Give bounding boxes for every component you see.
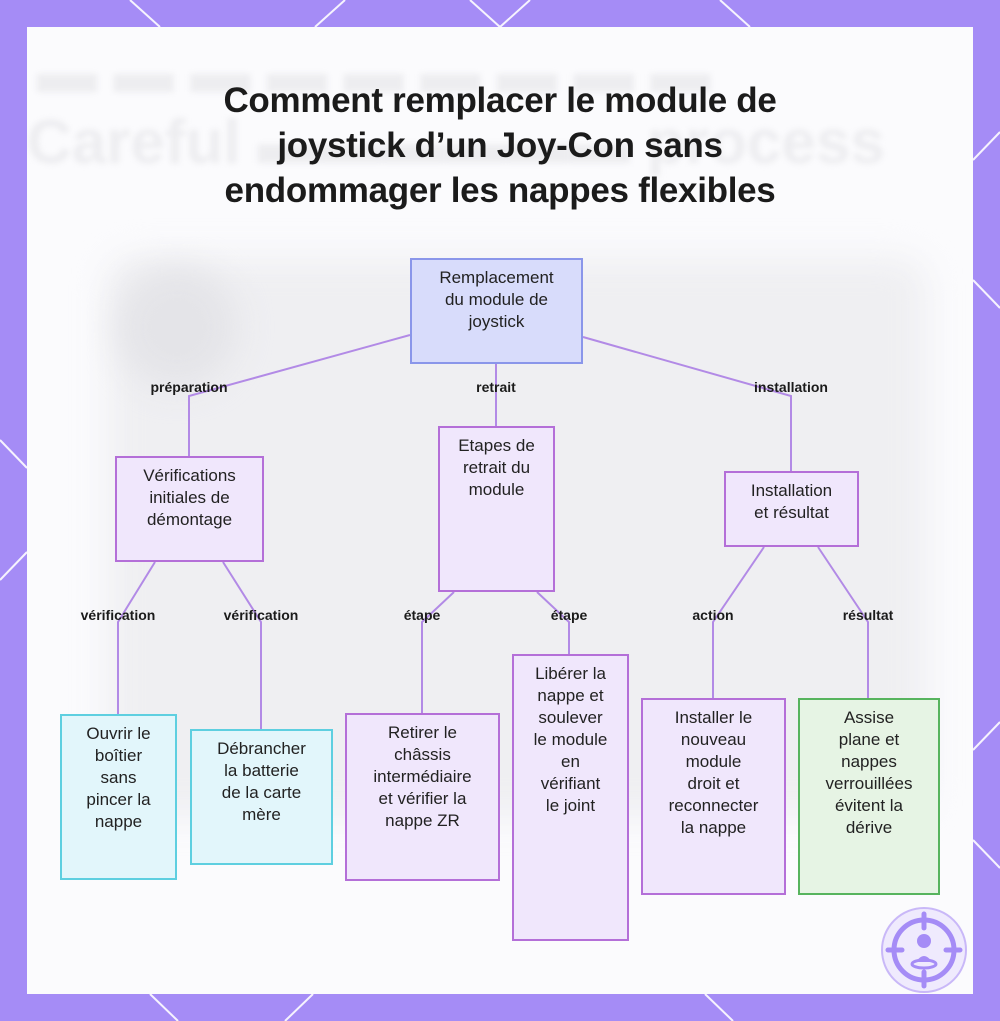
node-text-line: Remplacement (439, 268, 554, 287)
node-text-line: pincer la (86, 790, 151, 809)
node-text-line: démontage (146, 510, 233, 529)
node-text-line: initiales de (149, 488, 230, 507)
node-text-line: du module de (444, 290, 548, 309)
node-etapes-retrait: Etapes de retrait du module (438, 426, 555, 592)
node-text-line: châssis (394, 745, 451, 764)
node-ouvrir-boitier: Ouvrir le boîtier sans pincer la nappe (60, 714, 177, 880)
edge-retrait-liberer (536, 591, 570, 654)
node-text-line: Etapes de (458, 436, 535, 455)
node-text-line: Retirer le (388, 723, 457, 742)
node-text-line: Installer le (674, 708, 753, 727)
node-text-line: de la carte (221, 783, 302, 802)
node-text-line: plane et (838, 730, 900, 749)
blurred-background-text: Careful ▬▬▬▬▬▬ process (27, 108, 885, 177)
node-text-line: vérifiant (540, 774, 601, 793)
page-title: Comment remplacer le module de joystick … (0, 78, 1000, 213)
blurred-step-badge (117, 267, 237, 387)
edge-verif-ouvrir (117, 561, 156, 714)
edge-label-resultat: résultat (842, 607, 894, 623)
node-text-line: mère (242, 805, 281, 824)
node-text-line: verrouillées (825, 774, 913, 793)
node-retirer-chassis: Retirer le châssis intermédiaire et véri… (345, 713, 500, 881)
title-line: Comment remplacer le module de (223, 81, 777, 120)
node-text-line: Ouvrir le (86, 724, 151, 743)
edge-label-etape: étape (550, 607, 588, 623)
node-liberer-nappe: Libérer la nappe et soulever le module e… (512, 654, 629, 941)
edge-install-installer (712, 546, 765, 698)
node-text-line: joystick (468, 312, 525, 331)
node-installer-module: Installer le nouveau module droit et rec… (641, 698, 786, 895)
node-text-line: nappe et (537, 686, 604, 705)
edge-verif-debrancher (222, 561, 262, 729)
edge-label-verification: vérification (223, 607, 299, 623)
node-text-line: Débrancher (217, 739, 306, 758)
edge-root-installation (582, 336, 792, 471)
node-text-line: sans (100, 768, 137, 787)
node-text-line: nouveau (680, 730, 747, 749)
node-text-line: et résultat (754, 503, 829, 522)
node-text-line: reconnecter (668, 796, 759, 815)
node-text-line: le joint (545, 796, 596, 815)
blurred-background-text: ▬ ▬ ▬ ▬ ▬ ▬ ▬ ▬ ▬ (37, 38, 711, 105)
node-text-line: module (468, 480, 525, 499)
joystick-target-logo-icon (881, 907, 967, 993)
title-line: endommager les nappes flexibles (224, 171, 776, 210)
node-text-line: intermédiaire (373, 767, 472, 786)
node-text-line: retrait du (462, 458, 531, 477)
node-text-line: et vérifier la (378, 789, 467, 808)
edge-label-retrait: retrait (476, 379, 516, 395)
node-text-line: Assise (843, 708, 895, 727)
node-text-line: droit et (687, 774, 740, 793)
node-verifications-initiales: Vérifications initiales de démontage (115, 456, 264, 562)
node-text-line: Vérifications (143, 466, 236, 485)
node-text-line: dérive (845, 818, 893, 837)
node-text-line: le module (533, 730, 608, 749)
edge-install-assise (817, 546, 869, 698)
edge-retrait-retirer (421, 591, 455, 713)
node-text-line: module (685, 752, 742, 771)
node-text-line: nappe (94, 812, 143, 831)
node-text-line: soulever (538, 708, 603, 727)
node-installation-resultat: Installation et résultat (724, 471, 859, 547)
node-debrancher-batterie: Débrancher la batterie de la carte mère (190, 729, 333, 865)
node-text-line: la nappe (680, 818, 747, 837)
node-text-line: Libérer la (535, 664, 606, 683)
edge-label-preparation: préparation (150, 379, 228, 395)
node-text-line: boîtier (94, 746, 143, 765)
node-text-line: la batterie (224, 761, 299, 780)
node-text-line: évitent la (834, 796, 904, 815)
edge-label-etape: étape (403, 607, 441, 623)
edge-root-verifications (188, 334, 411, 456)
edge-label-installation: installation (754, 379, 828, 395)
node-text-line: nappe ZR (385, 811, 460, 830)
node-root-remplacement: Remplacement du module de joystick (410, 258, 583, 364)
node-text-line: Installation (750, 481, 833, 500)
edge-label-action: action (692, 607, 734, 623)
node-text-line: en (561, 752, 580, 771)
node-text-line: nappes (841, 752, 897, 771)
node-assise-plane: Assise plane et nappes verrouillées évit… (798, 698, 940, 895)
title-line: joystick d’un Joy-Con sans (277, 126, 723, 165)
edge-label-verification: vérification (80, 607, 156, 623)
